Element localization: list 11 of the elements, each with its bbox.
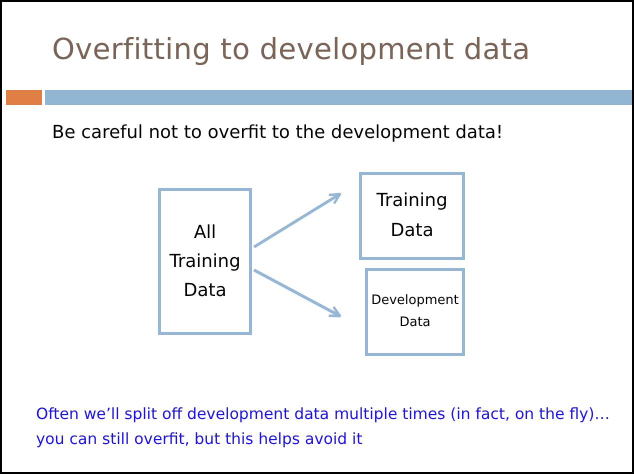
box-label: Training Data <box>375 189 449 243</box>
data-box <box>359 172 465 260</box>
slide-subtitle: Be careful not to overfit to the development data! <box>52 122 504 143</box>
box-label: All Training Data <box>168 221 242 303</box>
data-box <box>158 188 252 335</box>
slide-title: Overfitting to development data <box>52 32 530 66</box>
box-label: Development Data <box>370 292 460 332</box>
data-box <box>365 268 465 356</box>
note-text: Often we’ll split off development data multiple times (in fact, on the fly)… you can still overfit, but this helps avoid it <box>36 404 611 450</box>
arrow <box>253 268 342 318</box>
arrow <box>253 192 342 248</box>
